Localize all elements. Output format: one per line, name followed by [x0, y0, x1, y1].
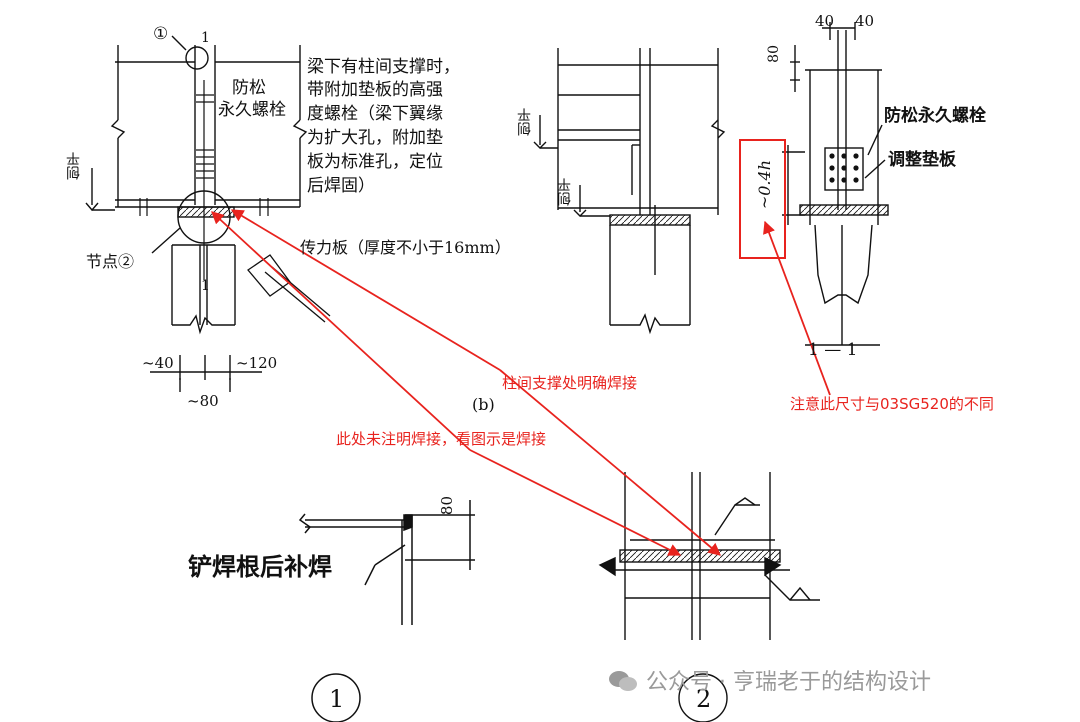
arrow-not-marked-weld-2	[469, 449, 682, 556]
annotation-bracing-weld: 柱间支撑处明确焊接	[502, 374, 638, 392]
section-dim-40-right: 40	[855, 12, 875, 30]
dim-120: ~120	[236, 354, 278, 372]
planed-flat-label-left: 刨平	[66, 152, 82, 180]
section-anti-loose-bolt: 防松永久螺栓	[884, 106, 986, 126]
section-mark-top: 1	[201, 30, 210, 46]
bracing-note-line2: 带附加垫板的高强	[307, 80, 443, 100]
bracing-note-line3: 度螺栓（梁下翼缘	[307, 104, 443, 124]
figure-b-left	[85, 35, 331, 392]
section-mark-bottom: 1	[201, 278, 210, 294]
node2-label: 节点②	[86, 252, 135, 271]
anti-loose-bolt-label-line1: 防松	[232, 78, 266, 98]
section-dim-40-left: 40	[815, 12, 835, 30]
dimension-highlight-box	[739, 139, 786, 259]
watermark-text: 公众号 · 亨瑞老于的结构设计	[646, 670, 931, 695]
annotation-dimension-diff: 注意此尺寸与03SG520的不同	[790, 395, 994, 413]
arrow-dimension-diff	[763, 220, 831, 396]
bracing-note-line4: 为扩大孔，附加垫	[307, 128, 443, 148]
dim-80: ~80	[187, 392, 219, 410]
section-shim-plate: 调整垫板	[888, 150, 956, 170]
detail-1	[298, 500, 475, 722]
anti-loose-bolt-label-line2: 永久螺栓	[218, 100, 286, 120]
bracing-note-line5: 板为标准孔，定位	[307, 152, 443, 172]
bracing-note-line1: 梁下有柱间支撑时，	[307, 57, 460, 77]
section-dim-h: ~0.4h	[755, 160, 774, 210]
detail-1-label: 1	[329, 685, 345, 713]
bracing-note-line6: 后焊固）	[307, 176, 375, 196]
dim-40: ~40	[142, 354, 174, 372]
section-1-1	[782, 22, 889, 346]
section-1-1-label: 1 — 1	[808, 340, 858, 360]
annotation-not-marked-weld: 此处未注明焊接，看图示是焊接	[336, 430, 547, 448]
detail-2	[598, 472, 820, 722]
arrow-not-marked-weld	[211, 211, 471, 451]
section-dim-80: 80	[766, 45, 782, 63]
annotation-arrows	[211, 209, 831, 556]
planed-flat-label-mid1: 刨平	[517, 108, 533, 136]
watermark: 公众号 · 亨瑞老于的结构设计	[608, 664, 931, 696]
arrow-bracing-weld	[230, 209, 501, 371]
detail-1-dim-80: 80	[438, 496, 456, 516]
detail-1-weld-note: 铲焊根后补焊	[188, 553, 332, 581]
planed-flat-label-mid2: 刨平	[557, 178, 573, 206]
force-plate-label: 传力板（厚度不小于16mm）	[300, 238, 511, 257]
figure-b-marker: (b)	[472, 395, 495, 414]
wechat-icon	[608, 670, 638, 692]
figure-b-middle	[533, 48, 726, 335]
arrow-bracing-weld-2	[499, 369, 721, 556]
detail-2-label: 2	[696, 685, 712, 713]
node1-label: ①	[153, 24, 169, 44]
